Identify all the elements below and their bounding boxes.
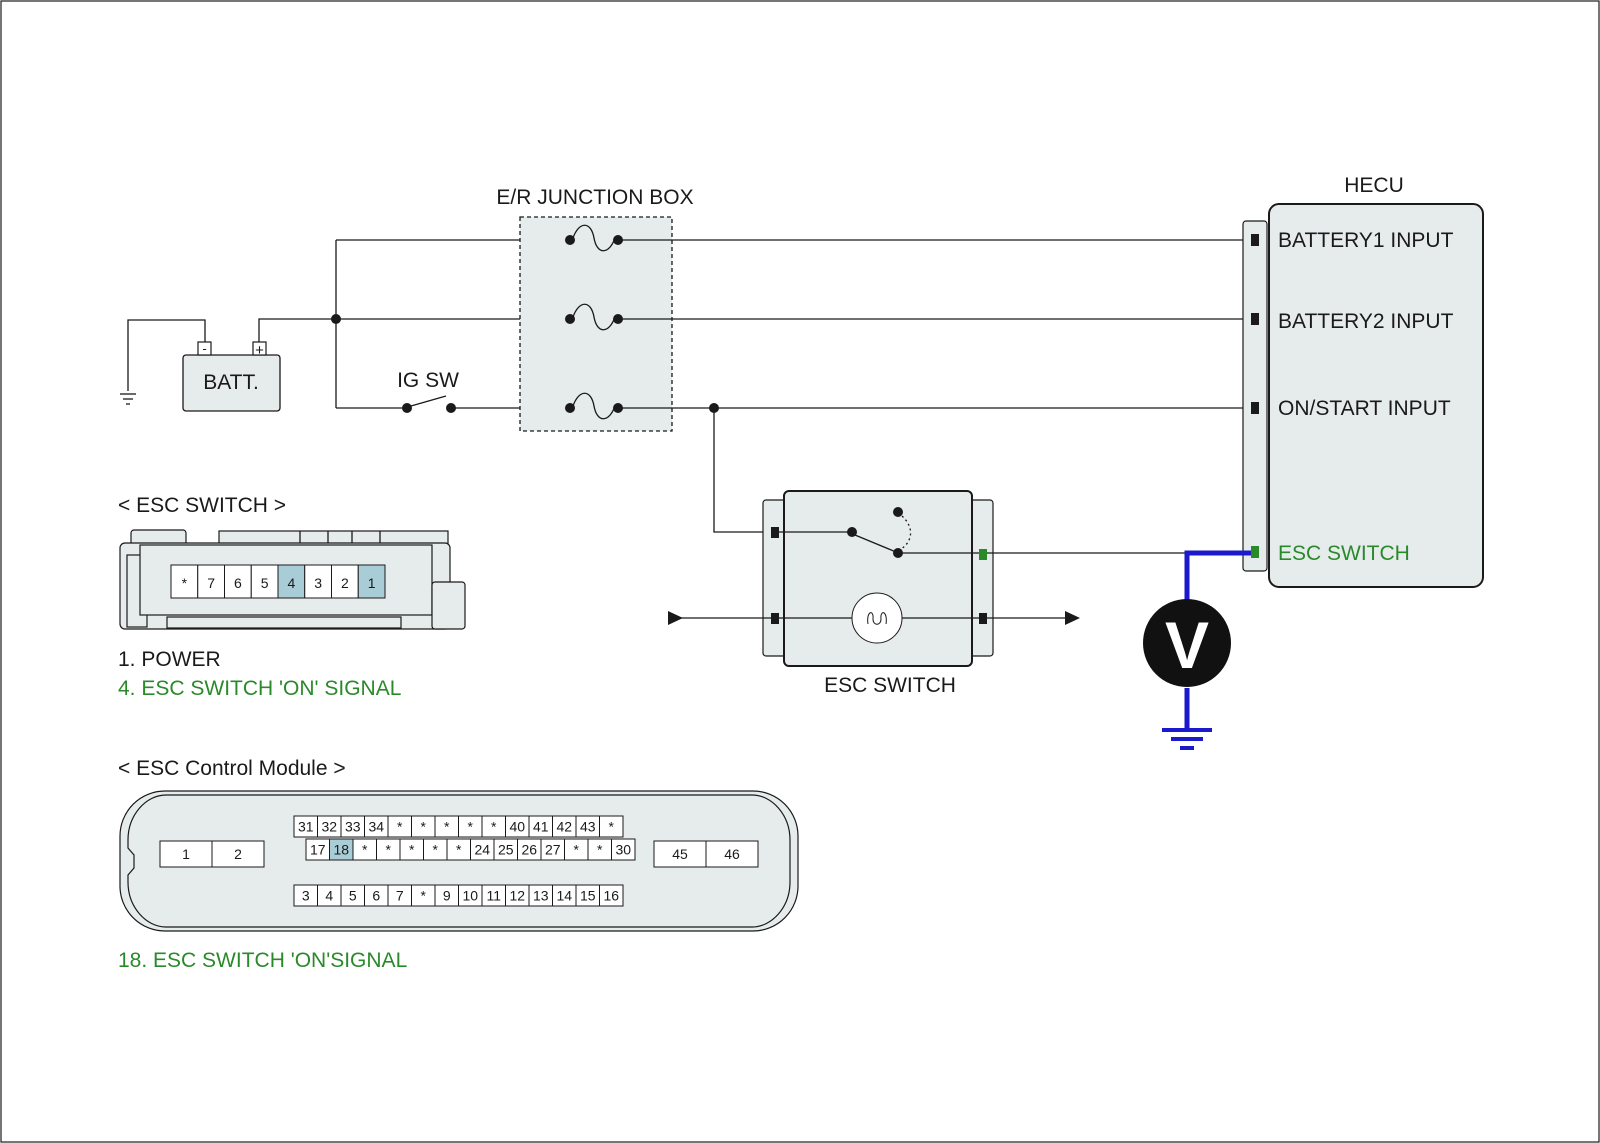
- hecu-esc-switch-input: ESC SWITCH: [1278, 542, 1410, 565]
- battery: - + BATT.: [120, 319, 281, 412]
- pin-label: *: [182, 575, 188, 591]
- pin-label: 1: [368, 575, 376, 591]
- pin-label: 27: [545, 842, 561, 858]
- pin-label: *: [433, 842, 439, 858]
- pin-label: *: [362, 842, 368, 858]
- esc-module-legend: 18. ESC SWITCH 'ON'SIGNAL: [118, 949, 407, 972]
- pin-cell: [599, 815, 624, 838]
- esc-switch-connector: < ESC SWITCH > * 7 6 5 4 3 2 1 1. POWER 4. ESC …: [118, 494, 466, 700]
- pin-label: 10: [462, 888, 478, 904]
- pin-label: 14: [556, 888, 572, 904]
- pin-label: *: [468, 819, 474, 835]
- esc-switch-legend-on-signal: 4. ESC SWITCH 'ON' SIGNAL: [118, 677, 401, 700]
- pin-label: 9: [443, 888, 451, 904]
- pin-label: *: [574, 842, 580, 858]
- pin-label: *: [597, 842, 603, 858]
- hecu-battery1-input: BATTERY1 INPUT: [1278, 229, 1454, 252]
- pin-cell: [611, 838, 636, 861]
- hecu-battery2-input: BATTERY2 INPUT: [1278, 310, 1454, 333]
- pin-label: 46: [724, 846, 740, 862]
- ig-switch: IG SW: [397, 369, 570, 413]
- pin-label: 4: [287, 575, 295, 591]
- pin-label: 11: [486, 888, 501, 904]
- pin-label: *: [409, 842, 415, 858]
- pin-label: *: [609, 819, 615, 835]
- pin-label: *: [421, 888, 427, 904]
- voltmeter-icon: [1143, 599, 1231, 687]
- voltmeter: V: [1143, 550, 1251, 750]
- ig-switch-label: IG SW: [397, 369, 459, 392]
- hecu-connector: [1242, 220, 1268, 572]
- pin-label: 7: [207, 575, 215, 591]
- pin-label: 15: [580, 888, 596, 904]
- junction-box: E/R JUNCTION BOX: [496, 186, 694, 432]
- pin-label: 31: [298, 819, 314, 835]
- pin-cell: [357, 564, 386, 599]
- pin-cell: [211, 840, 265, 868]
- pin-label: *: [456, 842, 462, 858]
- pin-label: 12: [509, 888, 525, 904]
- battery-neg-sign: -: [202, 341, 206, 356]
- pin-label: *: [386, 842, 392, 858]
- hecu-on-start-input: ON/START INPUT: [1278, 397, 1451, 420]
- pin-label: 26: [521, 842, 537, 858]
- voltmeter-symbol: V: [1165, 608, 1209, 682]
- esc-switch-component: ESC SWITCH: [668, 490, 1187, 697]
- hecu-feed-wires: [618, 239, 1251, 533]
- pin-label: *: [397, 819, 403, 835]
- esc-module-connector-title: < ESC Control Module >: [118, 757, 346, 780]
- pin-label: 7: [396, 888, 404, 904]
- pin-label: 25: [498, 842, 514, 858]
- pin-label: 1: [182, 846, 190, 862]
- pin-label: *: [491, 819, 497, 835]
- pin-label: 13: [533, 888, 549, 904]
- pin-cell: [159, 840, 213, 868]
- pin-label: 5: [349, 888, 357, 904]
- pin-label: *: [421, 819, 427, 835]
- pin-label: 4: [325, 888, 333, 904]
- pin-label: 17: [310, 842, 326, 858]
- pin-label: 42: [556, 819, 572, 835]
- hecu-body: [1268, 203, 1484, 588]
- pin-cell: [705, 840, 759, 868]
- pin-label: 32: [321, 819, 337, 835]
- pin-label: 40: [509, 819, 525, 835]
- hecu-title: HECU: [1344, 174, 1404, 197]
- pin-label: 6: [372, 888, 380, 904]
- esc-switch-component-label: ESC SWITCH: [824, 674, 956, 697]
- pin-cell: [599, 884, 624, 907]
- pin-label: 2: [234, 846, 242, 862]
- pin-label: 3: [314, 575, 322, 591]
- battery-neg-terminal: [197, 341, 212, 356]
- pin-cell: [170, 564, 199, 599]
- pin-label: 2: [341, 575, 349, 591]
- pin-label: 43: [580, 819, 596, 835]
- pin-label: 5: [261, 575, 269, 591]
- esc-switch-legend-power: 1. POWER: [118, 648, 221, 671]
- junction-box-title: E/R JUNCTION BOX: [496, 186, 693, 209]
- battery-pos-sign: +: [255, 342, 264, 359]
- pin-label: 33: [345, 819, 361, 835]
- pin-label: 16: [603, 888, 619, 904]
- junction-dot: [331, 314, 341, 324]
- battery-label: BATT.: [203, 371, 259, 394]
- esc-switch-pin-row: * 7 6 5 4 3 2 1: [170, 564, 386, 599]
- hecu: HECU BATTERY1 INPUT BATTERY2 INPUT ON/ST…: [1242, 174, 1484, 588]
- pin-label: 45: [672, 846, 688, 862]
- battery-body: [182, 354, 281, 412]
- pin-label: 18: [333, 842, 349, 858]
- pin-label: 34: [368, 819, 384, 835]
- pin-label: 41: [533, 819, 549, 835]
- pin-label: *: [444, 819, 450, 835]
- esc-switch-connector-title: < ESC SWITCH >: [118, 494, 286, 517]
- pin-label: 6: [234, 575, 242, 591]
- pin-label: 30: [615, 842, 631, 858]
- pin-label: 3: [302, 888, 310, 904]
- pin-label: 24: [474, 842, 490, 858]
